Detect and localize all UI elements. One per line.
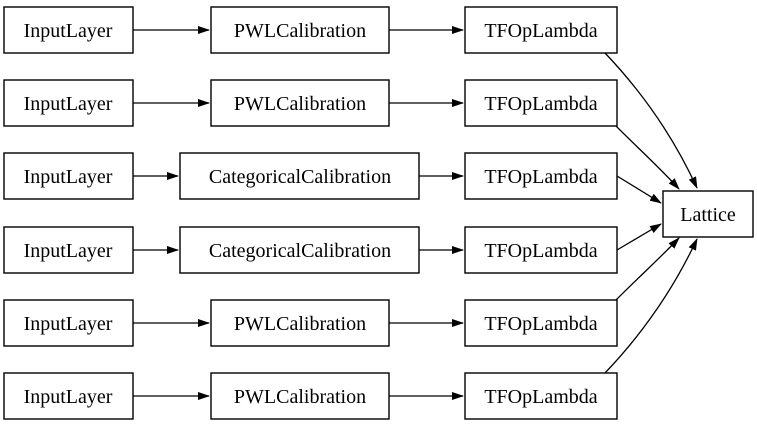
node-categoricalcalibration-3: CategoricalCalibration [179, 152, 420, 200]
node-inputlayer-5: InputLayer [3, 299, 134, 347]
node-label: CategoricalCalibration [209, 240, 391, 262]
node-label: TFOpLambda [484, 313, 597, 335]
node-label: PWLCalibration [234, 386, 366, 408]
edge-lambda-to-lattice-2 [615, 125, 680, 190]
node-inputlayer-6: InputLayer [3, 372, 134, 420]
node-tfoplambda-3: TFOpLambda [464, 152, 618, 200]
node-label: InputLayer [24, 166, 113, 188]
node-inputlayer-4: InputLayer [3, 226, 134, 274]
node-label: PWLCalibration [234, 20, 366, 42]
node-label: InputLayer [24, 20, 113, 42]
node-pwlcalibration-5: PWLCalibration [210, 299, 390, 347]
node-label: CategoricalCalibration [209, 166, 391, 188]
edge-lambda-to-lattice-3 [616, 175, 662, 204]
node-tfoplambda-1: TFOpLambda [464, 6, 618, 54]
node-inputlayer-2: InputLayer [3, 79, 134, 127]
node-label: TFOpLambda [484, 166, 597, 188]
node-label: TFOpLambda [484, 240, 597, 262]
node-tfoplambda-5: TFOpLambda [464, 299, 618, 347]
node-pwlcalibration-1: PWLCalibration [210, 6, 390, 54]
node-label: InputLayer [24, 313, 113, 335]
node-label: PWLCalibration [234, 93, 366, 115]
node-categoricalcalibration-input-3: InputLayer [3, 152, 134, 200]
edge-lambda-to-lattice-4 [616, 223, 662, 251]
node-label: PWLCalibration [234, 313, 366, 335]
node-pwlcalibration-6: PWLCalibration [210, 372, 390, 420]
node-lattice: Lattice [662, 190, 754, 238]
node-label: TFOpLambda [484, 93, 597, 115]
node-label: InputLayer [24, 240, 113, 262]
node-categoricalcalibration-4: CategoricalCalibration [179, 226, 420, 274]
node-inputlayer-1: InputLayer [3, 6, 134, 54]
node-label: Lattice [680, 204, 736, 226]
node-label: InputLayer [24, 93, 113, 115]
node-tfoplambda-2: TFOpLambda [464, 79, 618, 127]
node-label: TFOpLambda [484, 386, 597, 408]
node-pwlcalibration-2: PWLCalibration [210, 79, 390, 127]
node-label: TFOpLambda [484, 20, 597, 42]
edge-lambda-to-lattice-5 [615, 237, 680, 301]
node-tfoplambda-4: TFOpLambda [464, 226, 618, 274]
edge-lambda-to-lattice-1 [604, 52, 698, 189]
node-label: InputLayer [24, 386, 113, 408]
node-tfoplambda-6: TFOpLambda [464, 372, 618, 420]
edge-lambda-to-lattice-6 [604, 238, 698, 374]
